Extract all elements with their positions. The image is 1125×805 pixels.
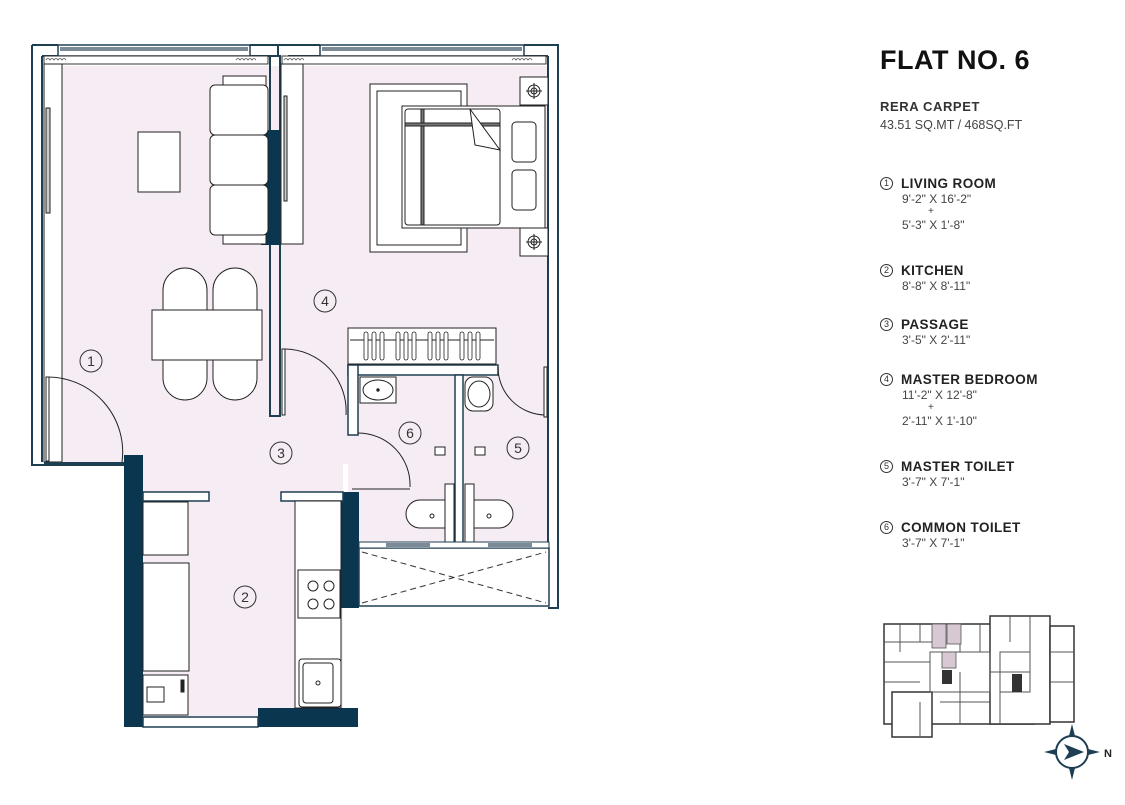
- rera-value: 43.51 SQ.MT / 468SQ.FT: [880, 118, 1023, 132]
- key-plan: [883, 615, 1075, 738]
- room-dim: 3'-5" X 2'-11": [902, 333, 971, 347]
- coffee-table: [137, 131, 181, 193]
- label-common-toilet: 6: [406, 425, 414, 441]
- rera-label: RERA CARPET: [880, 99, 981, 114]
- room-number: 6: [880, 521, 893, 534]
- compass-icon: [1044, 724, 1100, 780]
- room-dim: 3'-7" X 7'-1": [902, 536, 965, 550]
- windows: [43, 44, 547, 65]
- room-plus: +: [928, 402, 934, 413]
- room-item-master-toilet: 5 MASTER TOILET 3'-7" X 7'-1": [880, 459, 1110, 490]
- room-number: 1: [880, 177, 893, 190]
- room-label-text: 1 2 3 4 5 6: [87, 293, 522, 605]
- kitchen-walls: [142, 491, 344, 728]
- entrance-door: [44, 376, 124, 464]
- room-item-passage: 3 PASSAGE 3'-5" X 2'-11": [880, 317, 1110, 348]
- room-name: MASTER BEDROOM: [901, 372, 1038, 387]
- room-number: 3: [880, 318, 893, 331]
- label-bedroom: 4: [321, 293, 329, 309]
- label-passage: 3: [277, 445, 285, 461]
- toilet-fixtures: [359, 376, 514, 545]
- room-name: PASSAGE: [901, 317, 969, 332]
- room-dim: 9'-2" X 16'-2": [902, 192, 972, 206]
- room-dim: 3'-7" X 7'-1": [902, 475, 965, 489]
- room-number: 2: [880, 264, 893, 277]
- floor-plan: 1 2 3 4 5 6: [31, 44, 559, 728]
- kitchen-fixtures: [142, 500, 342, 716]
- toilet-doors: [352, 366, 548, 490]
- closet-hangers: [363, 331, 481, 361]
- north-label: N: [1104, 748, 1112, 760]
- room-item-kitchen: 2 KITCHEN 8'-8" X 8'-11": [880, 263, 1110, 294]
- room-number: 4: [880, 373, 893, 386]
- room-item-living: 1 LIVING ROOM 9'-2" X 16'-2" + 5'-3" X 1'…: [880, 176, 1110, 233]
- bedroom-door: [281, 348, 347, 416]
- room-number: 5: [880, 460, 893, 473]
- room-dim: 5'-3" X 1'-8": [902, 218, 965, 232]
- label-master-toilet: 5: [514, 440, 522, 456]
- dining-set: [151, 267, 263, 401]
- bedroom-wardrobe: [280, 63, 304, 245]
- sofa: [209, 75, 269, 245]
- room-dim: 11'-2" X 12'-8": [902, 388, 977, 402]
- room-dim: 2'-11" X 1'-10": [902, 414, 977, 428]
- legend: FLAT NO. 6 RERA CARPET 43.51 SQ.MT / 468…: [880, 44, 1110, 162]
- room-name: MASTER TOILET: [901, 459, 1015, 474]
- room-name: LIVING ROOM: [901, 176, 997, 191]
- bedroom-closet: [347, 327, 497, 365]
- room-item-bedroom: 4 MASTER BEDROOM 11'-2" X 12'-8" + 2'-11"…: [880, 372, 1110, 429]
- dry-balcony: [358, 541, 550, 607]
- label-living: 1: [87, 353, 95, 369]
- label-kitchen: 2: [241, 589, 249, 605]
- room-name: COMMON TOILET: [901, 520, 1021, 535]
- room-plus: +: [928, 206, 934, 217]
- room-labels: [79, 289, 530, 609]
- room-name: KITCHEN: [901, 263, 964, 278]
- room-item-common-toilet: 6 COMMON TOILET 3'-7" X 7'-1": [880, 520, 1110, 551]
- room-dim: 8'-8" X 8'-11": [902, 279, 971, 293]
- bed: [369, 76, 549, 257]
- flat-title: FLAT NO. 6: [880, 45, 1030, 75]
